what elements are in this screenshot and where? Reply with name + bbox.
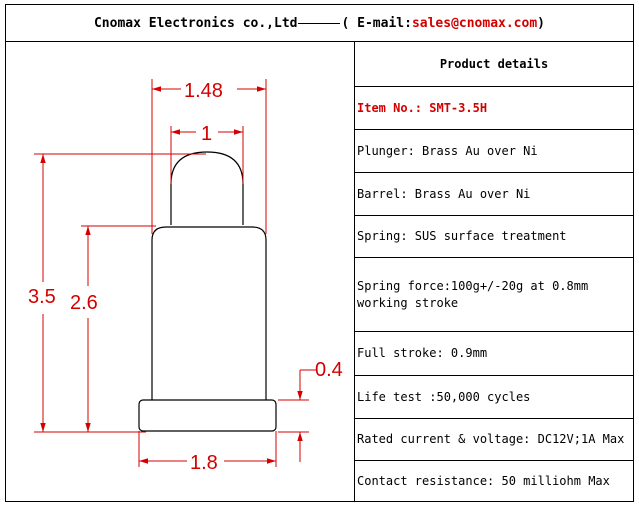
- spec-barrel: Barrel: Brass Au over Ni: [355, 173, 633, 216]
- product-details-table: Product details Item No.: SMT-3.5H Plung…: [354, 41, 634, 502]
- company-name: Cnomax Electronics co.,Ltd: [93, 15, 298, 31]
- item-number: Item No.: SMT-3.5H: [355, 87, 633, 130]
- plunger-shape: [170, 151, 244, 225]
- barrel-shape: [151, 226, 267, 400]
- email-close: ): [537, 15, 545, 31]
- dim-width-top: 1.48: [184, 80, 223, 102]
- pin-outline: [138, 151, 277, 432]
- email-label: ( E-mail:: [341, 15, 412, 31]
- header-divider-line: [298, 22, 341, 24]
- dim-barrel-height: 2.6: [70, 292, 98, 314]
- table-title: Product details: [355, 42, 633, 87]
- spec-rated-current: Rated current & voltage: DC12V;1A Max: [355, 419, 633, 461]
- dim-plunger-width: 1: [201, 123, 212, 145]
- technical-drawing: 1.48 1 3.5 2.6 0.4 1.8: [5, 41, 355, 502]
- spec-full-stroke: Full stroke: 0.9mm: [355, 332, 633, 376]
- email-address[interactable]: sales@cnomax.com: [411, 15, 538, 31]
- flange-shape: [138, 399, 277, 432]
- spec-spring-force: Spring force:100g+/-20g at 0.8mm working…: [355, 258, 633, 332]
- dim-total-height: 3.5: [28, 286, 56, 308]
- drawing-svg: 1.48 1 3.5 2.6 0.4 1.8: [28, 79, 343, 474]
- spec-life-test: Life test :50,000 cycles: [355, 376, 633, 419]
- dim-flange-width: 1.8: [190, 452, 218, 474]
- spec-contact-resistance: Contact resistance: 50 milliohm Max: [357, 473, 610, 488]
- spec-spring: Spring: SUS surface treatment: [355, 216, 633, 258]
- dim-flange-thickness: 0.4: [315, 359, 343, 381]
- spec-plunger: Plunger: Brass Au over Ni: [355, 130, 633, 173]
- header-bar: Cnomax Electronics co.,Ltd ( E-mail: sal…: [5, 4, 634, 42]
- dimension-lines: [34, 79, 316, 467]
